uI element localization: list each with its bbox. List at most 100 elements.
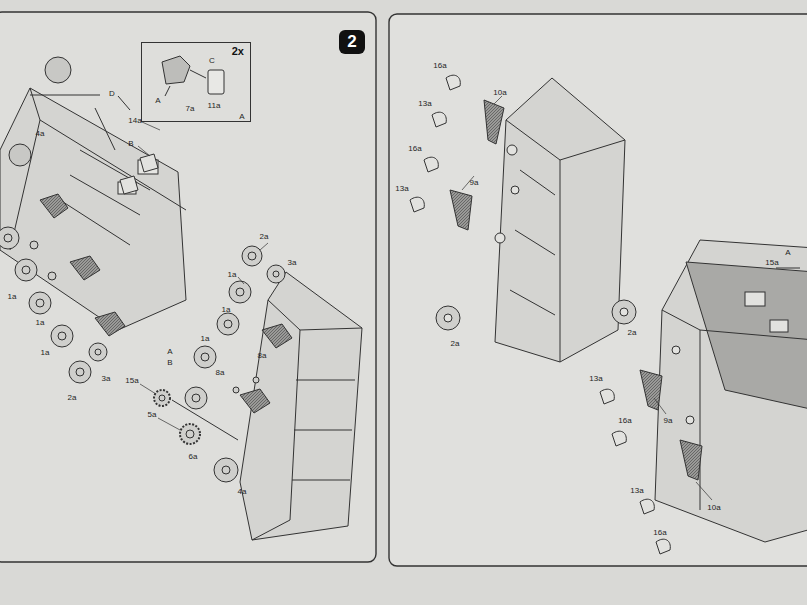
drawing-part [140, 384, 156, 394]
drawing-part [120, 176, 138, 194]
drawing-part [273, 271, 279, 277]
drawing-part [192, 394, 200, 402]
drawing-part [507, 145, 517, 155]
part-number: 2a [67, 393, 78, 402]
drawing-part [9, 144, 31, 166]
letter-callout: D [108, 89, 116, 98]
drawing-part [0, 57, 186, 330]
drawing-part [432, 112, 446, 127]
step-number: 2 [347, 32, 356, 52]
drawing-part [240, 389, 270, 413]
drawing-part [185, 387, 207, 409]
drawing-part [446, 75, 460, 90]
drawing-part [0, 194, 125, 383]
letter-callout: B [166, 358, 173, 367]
drawing-part [654, 398, 666, 414]
step-number-tab: 2 [339, 30, 365, 54]
part-number: 15a [764, 258, 779, 267]
drawing-part [495, 233, 505, 243]
part-number: 3a [101, 374, 112, 383]
drawing-part [233, 387, 239, 393]
drawing-part [240, 272, 362, 540]
part-number: 8a [257, 351, 268, 360]
drawing-part [450, 78, 625, 362]
part-number: 13a [629, 486, 644, 495]
part-number: 16a [652, 528, 667, 537]
part-number: 16a [617, 416, 632, 425]
letter-callout: A [166, 347, 173, 356]
drawing-part [640, 499, 654, 514]
part-number: 6a [188, 452, 199, 461]
drawing-part [95, 349, 101, 355]
drawing-part [238, 277, 244, 284]
drawing-part [154, 390, 170, 406]
part-number: 13a [417, 99, 432, 108]
part-number: 9a [469, 178, 480, 187]
letter-callout: A [154, 96, 161, 105]
part-number: 7a [185, 104, 196, 113]
drawing-part [686, 262, 807, 410]
part-number: 1a [7, 292, 18, 301]
drawing-part [89, 343, 107, 361]
letter-callout: A [238, 112, 245, 121]
drawing-part [510, 290, 555, 315]
letter-callout: A [784, 248, 791, 257]
drawing-part [15, 259, 37, 281]
drawing-part [672, 346, 680, 354]
drawing-part [0, 227, 19, 249]
drawing-part [240, 272, 362, 540]
part-number: 5a [147, 410, 158, 419]
drawing-part [158, 418, 180, 430]
part-number: 11a [207, 101, 222, 110]
letter-callout: C [208, 56, 216, 65]
drawing-part [262, 324, 292, 348]
drawing-part [69, 361, 91, 383]
drawing-part [511, 186, 519, 194]
drawing-part [770, 320, 788, 332]
drawing-part [444, 314, 452, 322]
drawing-part [389, 14, 807, 566]
drawing-part [236, 288, 244, 296]
drawing-part [194, 346, 216, 368]
part-number: 9a [663, 416, 674, 425]
drawing-part [186, 430, 194, 438]
drawing-part [30, 88, 186, 210]
drawing-part [165, 86, 170, 96]
drawing-part [620, 308, 628, 316]
part-number: 8a [215, 368, 226, 377]
drawing-part [612, 431, 626, 446]
part-number: 10a [492, 88, 507, 97]
drawing-part [294, 430, 352, 431]
part-number: 13a [394, 184, 409, 193]
drawing-part [45, 57, 71, 83]
drawing-part [252, 300, 300, 540]
drawing-part [4, 234, 12, 242]
drawing-part [142, 122, 160, 130]
inset-box: 2x [141, 42, 251, 122]
drawing-part [76, 368, 84, 376]
part-number: 2a [450, 339, 461, 348]
part-number: 16a [432, 61, 447, 70]
drawing-part [506, 120, 560, 362]
drawing-part [48, 272, 56, 280]
drawing-part [655, 240, 807, 542]
drawing-part [267, 265, 285, 283]
drawing-part [600, 268, 800, 554]
drawing-part [300, 328, 362, 330]
drawing-part [118, 96, 130, 110]
drawing-part [29, 292, 51, 314]
drawing-part [172, 400, 238, 440]
quantity-mark: 2x [148, 45, 244, 57]
drawing-part [515, 230, 555, 255]
drawing-part [140, 154, 158, 172]
drawing-part [40, 194, 68, 218]
drawing-part [520, 170, 555, 195]
drawing-part [484, 100, 504, 144]
drawing-part [680, 440, 702, 480]
drawing-part [224, 320, 232, 328]
drawing-part [248, 252, 256, 260]
part-number: 13a [588, 374, 603, 383]
drawing-part [95, 108, 115, 150]
